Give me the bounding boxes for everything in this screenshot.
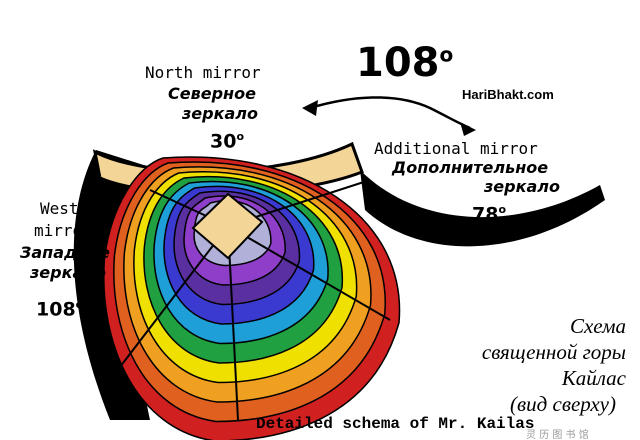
figure-caption: Detailed schema of Mr. Kailas — [256, 415, 535, 433]
rainbow-bands — [103, 156, 401, 440]
site-watermark: HariBhakt.com — [462, 87, 554, 102]
schema-title-4: (вид сверху) — [510, 392, 616, 416]
additional-mirror-ru1: Дополнительное — [392, 158, 549, 177]
north-mirror-ru1: Северное — [168, 84, 256, 103]
west-mirror-ru2: зеркало — [30, 263, 106, 282]
north-mirror-en: North mirror — [145, 63, 261, 82]
additional-mirror-en: Additional mirror — [374, 139, 538, 158]
additional-angle-degree: o — [498, 203, 507, 216]
west-angle-value: 108 — [36, 298, 76, 321]
big-angle-label: 108o — [356, 40, 453, 86]
additional-mirror-ru2: зеркало — [484, 177, 560, 196]
west-angle-degree: o — [75, 298, 84, 311]
schema-title-3: Кайлас — [561, 366, 626, 390]
additional-angle-value: 78 — [472, 203, 499, 226]
north-angle-value: 30 — [210, 130, 237, 153]
arrow-head-right — [460, 122, 476, 136]
northeast-wall — [360, 170, 605, 247]
schema-title-1: Схема — [569, 314, 626, 338]
north-mirror-ru2: зеркало — [182, 104, 258, 123]
big-angle-degree: o — [439, 42, 454, 67]
sector-divider-5 — [227, 225, 391, 321]
west-mirror-en1: West — [40, 199, 79, 218]
sector-divider-2 — [109, 225, 229, 381]
north-mirror-angle: 30o — [210, 130, 244, 152]
sector-divider-1 — [227, 225, 239, 421]
arrow-head-left — [302, 100, 318, 116]
big-angle-value: 108 — [356, 40, 440, 86]
central-mirror-diamond — [191, 192, 264, 260]
west-mirror-ru1: Западное — [20, 243, 110, 262]
schema-title-2: священной горы — [481, 340, 626, 364]
angle-arrow — [309, 96, 471, 130]
west-mirror-en2: mirror — [34, 221, 92, 240]
north-angle-degree: o — [236, 130, 245, 143]
west-mirror-angle: 108o — [36, 298, 83, 320]
corner-watermark: 灵 历 图 书 馆 — [526, 430, 589, 440]
additional-mirror-angle: 78o — [472, 203, 506, 225]
